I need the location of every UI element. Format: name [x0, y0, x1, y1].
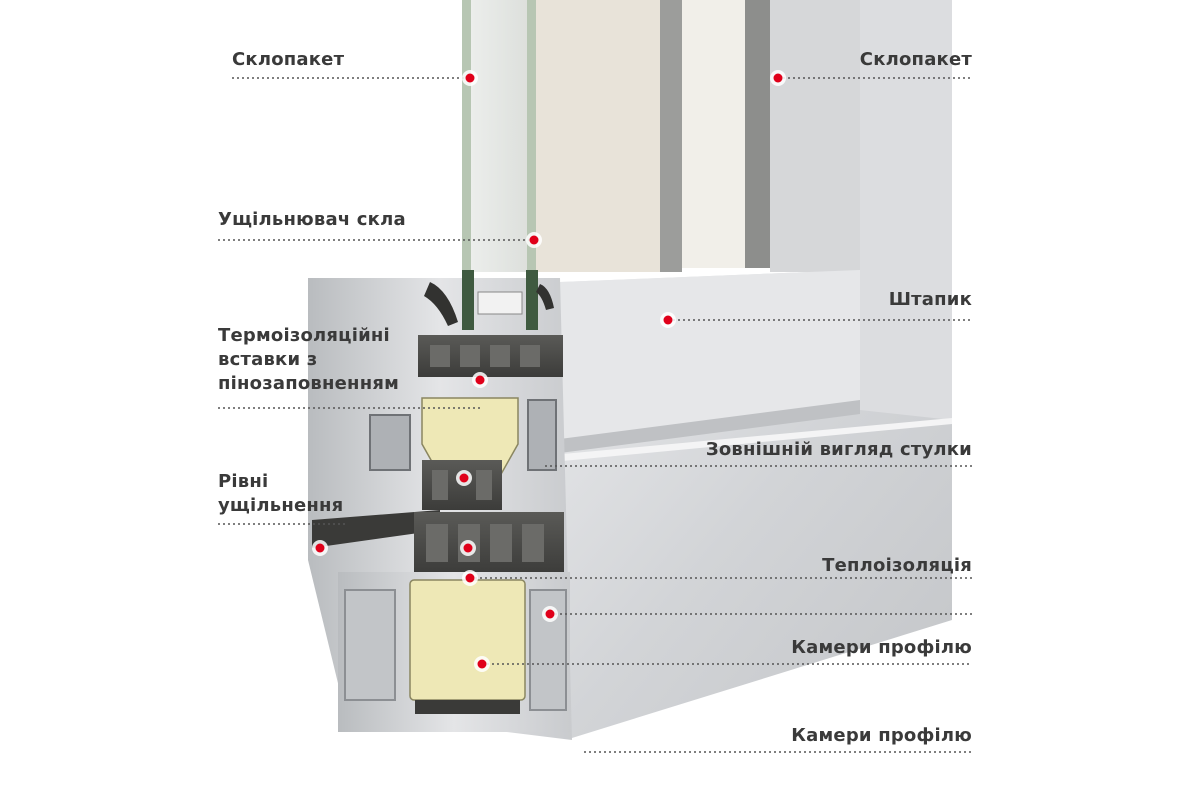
label-line: Рівні — [218, 471, 269, 492]
label-thermal-insulation: Теплоізоляція — [822, 554, 972, 578]
label-line: пінозаповненням — [218, 373, 399, 394]
label-line: вставки з — [218, 349, 318, 370]
markers — [312, 70, 786, 672]
label-line: Камери профілю — [791, 637, 972, 658]
label-line: Камери профілю — [791, 725, 972, 746]
label-glass-unit-left: Склопакет — [232, 48, 344, 72]
glass-unit-vertical — [462, 0, 865, 272]
label-profile-chambers-1: Камери профілю — [791, 636, 972, 660]
label-profile-chambers-2: Камери профілю — [791, 724, 972, 748]
label-line: Ущільнювач скла — [218, 209, 406, 230]
label-line: ущільнення — [218, 495, 344, 516]
label-line: Зовнішній вигляд стулки — [705, 439, 972, 460]
label-line: Склопакет — [232, 49, 345, 70]
label-glass-unit-right: Склопакет — [860, 48, 972, 72]
seal-strip — [312, 510, 440, 548]
label-line: Склопакет — [859, 49, 972, 70]
sash-groove — [552, 400, 860, 454]
label-seal-levels: Рівні ущільнення — [218, 470, 343, 518]
label-line: Штапик — [888, 289, 972, 310]
glazing-bead-face — [560, 270, 860, 440]
label-glazing-bead: Штапик — [889, 288, 972, 312]
leader-lines — [218, 77, 972, 753]
label-line: Термоізоляційні — [218, 325, 390, 346]
lower-foam-insert — [409, 579, 526, 701]
label-thermal-inserts: Термоізоляційні вставки з пінозаповнення… — [218, 324, 399, 396]
label-glass-seal: Ущільнювач скла — [218, 208, 406, 232]
label-sash-exterior: Зовнішній вигляд стулки — [706, 438, 972, 462]
label-line: Теплоізоляція — [822, 555, 972, 576]
